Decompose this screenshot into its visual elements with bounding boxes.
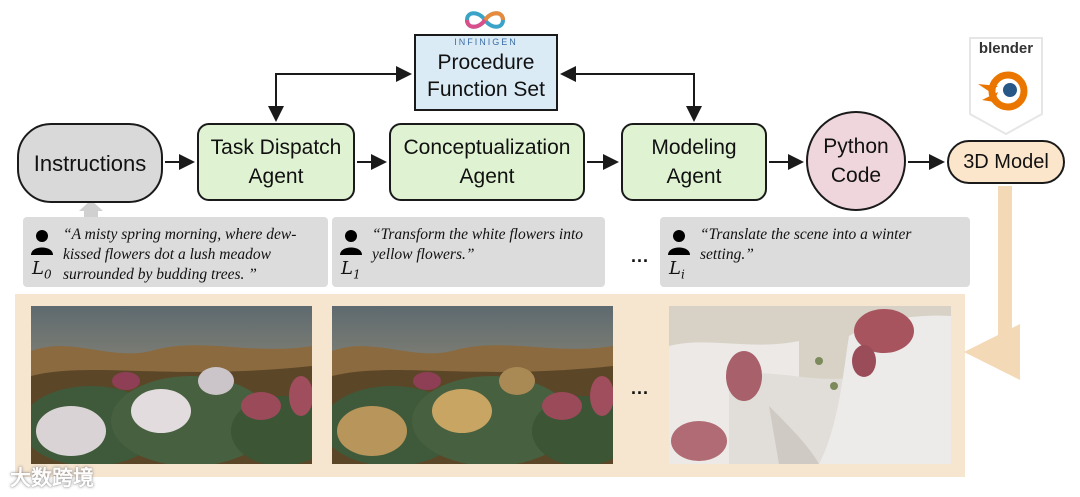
ellipsis: ...: [631, 378, 650, 398]
infinity-logo-icon: [464, 11, 506, 29]
user-icon: [340, 230, 362, 255]
ellipsis: ...: [631, 246, 650, 266]
modeling-agent-node: Modeling Agent: [621, 123, 767, 201]
prompt-label: L0: [32, 258, 52, 282]
instructions-label: Instructions: [33, 150, 147, 176]
prompt-card-i: Li “Translate the scene into a winter se…: [660, 217, 970, 287]
python-line1: Python: [823, 135, 889, 158]
prompt-card-0: L0 “A misty spring morning, where dew-ki…: [23, 217, 328, 287]
procedure-line1: Procedure: [437, 51, 535, 74]
user-icon: [668, 230, 690, 255]
scene-render-yellow-flowers: [332, 306, 613, 464]
python-line2: Code: [830, 164, 882, 187]
prompt-card-1: L1 “Transform the white flowers into yel…: [332, 217, 605, 287]
scene-render-winter: [669, 306, 951, 464]
modeling-line2: Agent: [666, 165, 722, 188]
blender-wordmark: blender: [978, 40, 1034, 57]
3d-model-node: 3D Model: [947, 140, 1065, 184]
concept-line1: Conceptualization: [403, 136, 571, 159]
procedure-function-set-node: INFINIGEN Procedure Function Set: [414, 34, 558, 111]
prompt-text: “A misty spring morning, where dew-kisse…: [63, 226, 297, 283]
modeling-line1: Modeling: [651, 136, 737, 159]
prompt-label: L1: [341, 258, 361, 282]
conceptualization-agent-node: Conceptualization Agent: [389, 123, 585, 201]
task-dispatch-agent-node: Task Dispatch Agent: [197, 123, 355, 201]
infinigen-brand: INFINIGEN: [454, 37, 518, 47]
scene-render-white-flowers: [31, 306, 312, 464]
prompt-label: Li: [669, 258, 685, 282]
watermark-text: 大数跨境: [10, 467, 94, 490]
prompt-text: “Translate the scene into a winter setti…: [700, 226, 912, 263]
blender-logo-icon: [969, 37, 1043, 136]
3d-model-label: 3D Model: [963, 150, 1049, 173]
procedure-line2: Function Set: [427, 78, 545, 101]
python-code-node: Python Code: [806, 111, 906, 211]
prompt-text: “Transform the white flowers into yellow…: [372, 226, 584, 263]
instructions-node: Instructions: [17, 123, 163, 203]
dispatch-line2: Agent: [248, 165, 304, 188]
user-icon: [31, 230, 53, 255]
concept-line2: Agent: [459, 165, 515, 188]
dispatch-line1: Task Dispatch: [210, 136, 342, 159]
